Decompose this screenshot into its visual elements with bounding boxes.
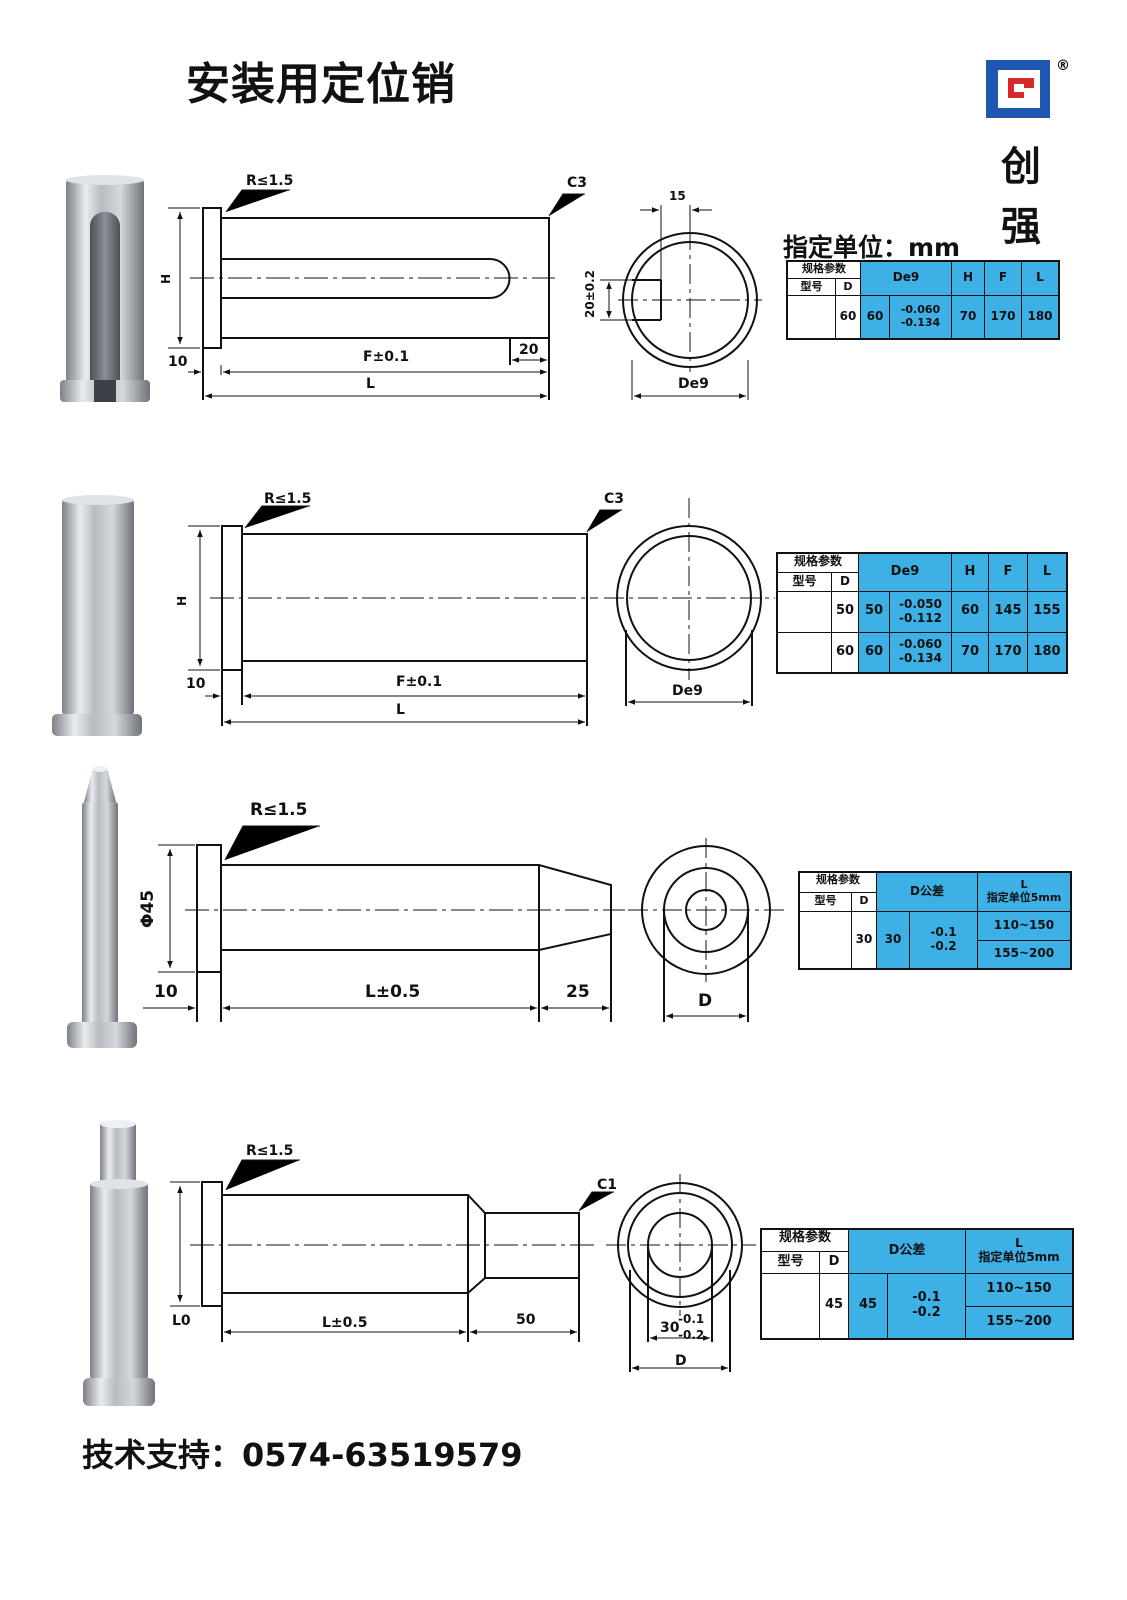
diameter-label: D — [698, 991, 713, 1011]
step-length-label: 50 — [516, 1312, 536, 1328]
l-length-label: L — [366, 376, 375, 392]
head-diameter-label: Φ45 — [138, 889, 158, 928]
support-phone: 技术支持：0574-63519579 — [82, 1436, 523, 1474]
brand-name-1: 创 — [1001, 144, 1041, 190]
table-row: 155~200 — [799, 939, 1072, 970]
pin-photo-1 — [60, 175, 150, 402]
brand-name-2: 强 — [1001, 204, 1041, 250]
table-row: 155~200 — [761, 1305, 1074, 1340]
unit-label: 指定单位：mm — [783, 233, 961, 262]
table-row: 60 60 -0.060-0.134 70 170 180 — [776, 631, 1068, 674]
chamfer-label: C3 — [604, 491, 625, 507]
diameter-label: De9 — [678, 376, 709, 392]
front-view-1 — [168, 189, 762, 400]
front-view-4 — [170, 1159, 756, 1372]
head-length-label: 10 — [154, 982, 178, 1002]
diameter-label: De9 — [672, 683, 703, 699]
head-length-label: 10 — [168, 354, 188, 370]
pin-photo-3 — [67, 766, 137, 1048]
l-length-label: L±0.5 — [365, 982, 421, 1002]
front-view-3 — [143, 825, 784, 1022]
f-length-label: F±0.1 — [363, 349, 410, 365]
table-row: 60 60 -0.060-0.134 70 170 180 — [786, 294, 1060, 340]
section-4: R≤1.5 C1 L0 L±0.5 50 30 -0.1 -0.2 D 规格参数… — [0, 1110, 1127, 1420]
brand-logo-icon — [986, 60, 1050, 118]
inner-tol-lower: -0.2 — [678, 1328, 705, 1342]
head-length-label: 10 — [186, 676, 206, 692]
table-row: 45 45 -0.1-0.2 110~150 — [760, 1272, 1074, 1340]
l-length-label: L±0.5 — [322, 1315, 368, 1331]
chamfer-label: C1 — [597, 1177, 618, 1193]
flat-length-label: 20 — [519, 342, 539, 358]
radius-label: R≤1.5 — [246, 1143, 294, 1159]
f-length-label: F±0.1 — [396, 674, 443, 690]
radius-label: R≤1.5 — [246, 173, 294, 189]
front-view-2 — [188, 498, 775, 726]
pin-photo-2 — [52, 495, 142, 736]
slot-width-label: 15 — [669, 189, 686, 203]
brand-logo: ® 创 强 — [982, 56, 1072, 250]
height-label: H — [159, 273, 173, 284]
registered-mark: ® — [1056, 58, 1070, 74]
taper-length-label: 25 — [566, 982, 590, 1002]
height-label: H — [175, 595, 189, 606]
radius-label: R≤1.5 — [250, 800, 308, 820]
radius-label: R≤1.5 — [264, 491, 312, 507]
pin-photo-4 — [83, 1120, 155, 1406]
table-row: 50 50 -0.050-0.112 60 145 155 — [776, 590, 1068, 633]
inner-diameter-label: 30 — [660, 1320, 680, 1336]
chamfer-label: C3 — [567, 175, 588, 191]
table-row: 30 30 -0.1-0.2 110~150 — [798, 910, 1072, 970]
page-title: 安装用定位销 — [186, 59, 456, 110]
section-1: R≤1.5 C3 H 10 F±0.1 20 L 15 20±0.2 De9 规… — [0, 160, 1127, 430]
l-length-label: L — [396, 702, 405, 718]
slot-depth-label: 20±0.2 — [583, 269, 597, 318]
inner-tol-upper: -0.1 — [678, 1312, 705, 1326]
diameter-label: D — [675, 1353, 687, 1369]
head-length-label: L0 — [172, 1313, 191, 1329]
